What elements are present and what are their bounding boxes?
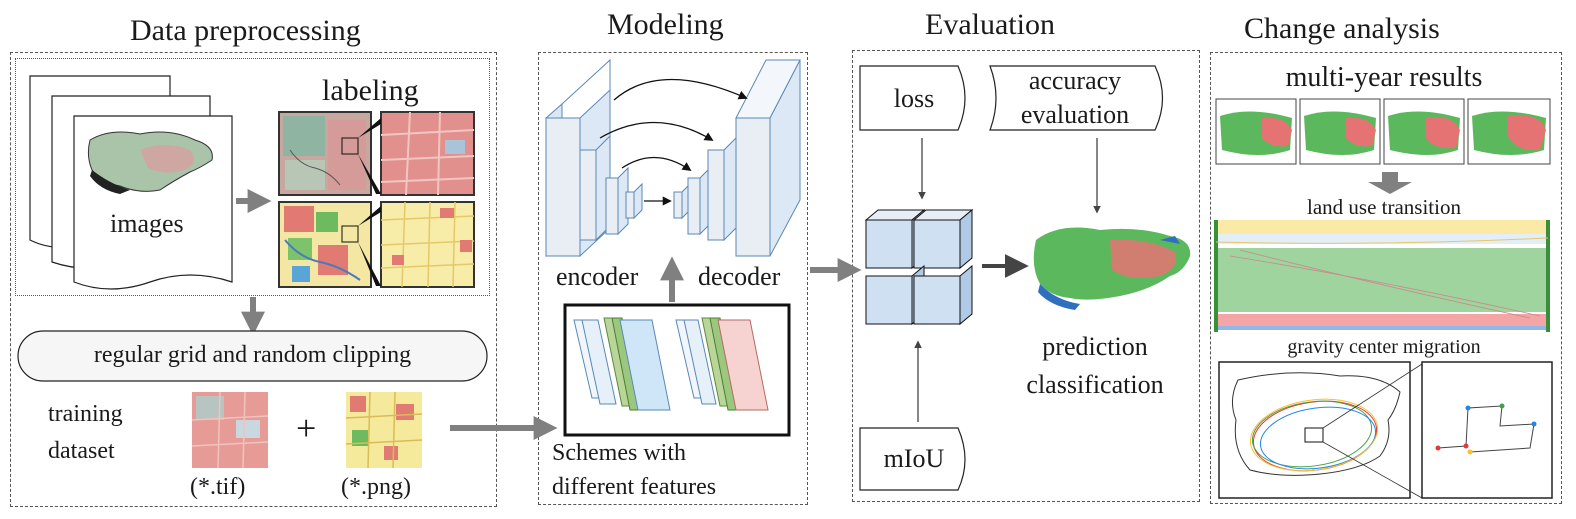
images-label: images bbox=[110, 209, 184, 238]
multi-year-maps bbox=[1215, 98, 1551, 165]
decoder-label: decoder bbox=[698, 262, 781, 291]
training-tiles bbox=[191, 391, 423, 469]
multi-year-label: multi-year results bbox=[1285, 62, 1483, 93]
gravity-center-panels bbox=[1218, 361, 1553, 499]
tif-label: (*.tif) bbox=[190, 474, 246, 500]
scheme-2-layers bbox=[675, 317, 769, 411]
prediction-label-1: prediction bbox=[1042, 332, 1148, 361]
title-modeling: Modeling bbox=[607, 8, 724, 41]
accuracy-tag bbox=[989, 65, 1164, 131]
training-dataset-label-1: training bbox=[48, 401, 123, 427]
sankey-chart bbox=[1214, 220, 1550, 332]
training-dataset-label-2: dataset bbox=[48, 438, 115, 464]
miou-label: mIoU bbox=[883, 444, 945, 473]
title-evaluation: Evaluation bbox=[925, 8, 1055, 41]
labeling-tiles bbox=[278, 111, 475, 288]
loss-label: loss bbox=[893, 84, 935, 113]
gravity-center-label: gravity center migration bbox=[1287, 336, 1481, 358]
scheme-1-layers bbox=[573, 317, 671, 411]
model-cubes bbox=[864, 208, 974, 326]
png-label: (*.png) bbox=[341, 474, 411, 500]
loss-tag bbox=[859, 65, 966, 131]
title-data-preprocessing: Data preprocessing bbox=[130, 14, 361, 47]
accuracy-label-1: accuracy bbox=[1028, 66, 1122, 95]
panel-modeling bbox=[538, 52, 808, 505]
panel-data-preprocessing bbox=[10, 52, 497, 507]
prediction-label-2: classification bbox=[1026, 370, 1164, 399]
images-labeling-box bbox=[15, 58, 490, 296]
regular-grid-pill bbox=[17, 330, 488, 382]
regular-grid-label: regular grid and random clipping bbox=[93, 342, 412, 368]
schemes-label-1: Schemes with bbox=[552, 440, 686, 466]
image-stack bbox=[29, 75, 233, 290]
unet-architecture bbox=[545, 58, 801, 258]
prediction-map bbox=[1033, 227, 1191, 310]
accuracy-label-2: evaluation bbox=[1020, 100, 1130, 129]
schemes-label-2: different features bbox=[552, 474, 717, 500]
land-use-transition-label: land use transition bbox=[1307, 195, 1461, 219]
plus-sign: + bbox=[296, 408, 317, 448]
panel-change-analysis bbox=[1210, 52, 1562, 504]
title-change-analysis: Change analysis bbox=[1244, 12, 1440, 45]
miou-tag bbox=[859, 427, 966, 491]
encoder-label: encoder bbox=[556, 262, 639, 291]
labeling-label: labeling bbox=[322, 74, 419, 107]
